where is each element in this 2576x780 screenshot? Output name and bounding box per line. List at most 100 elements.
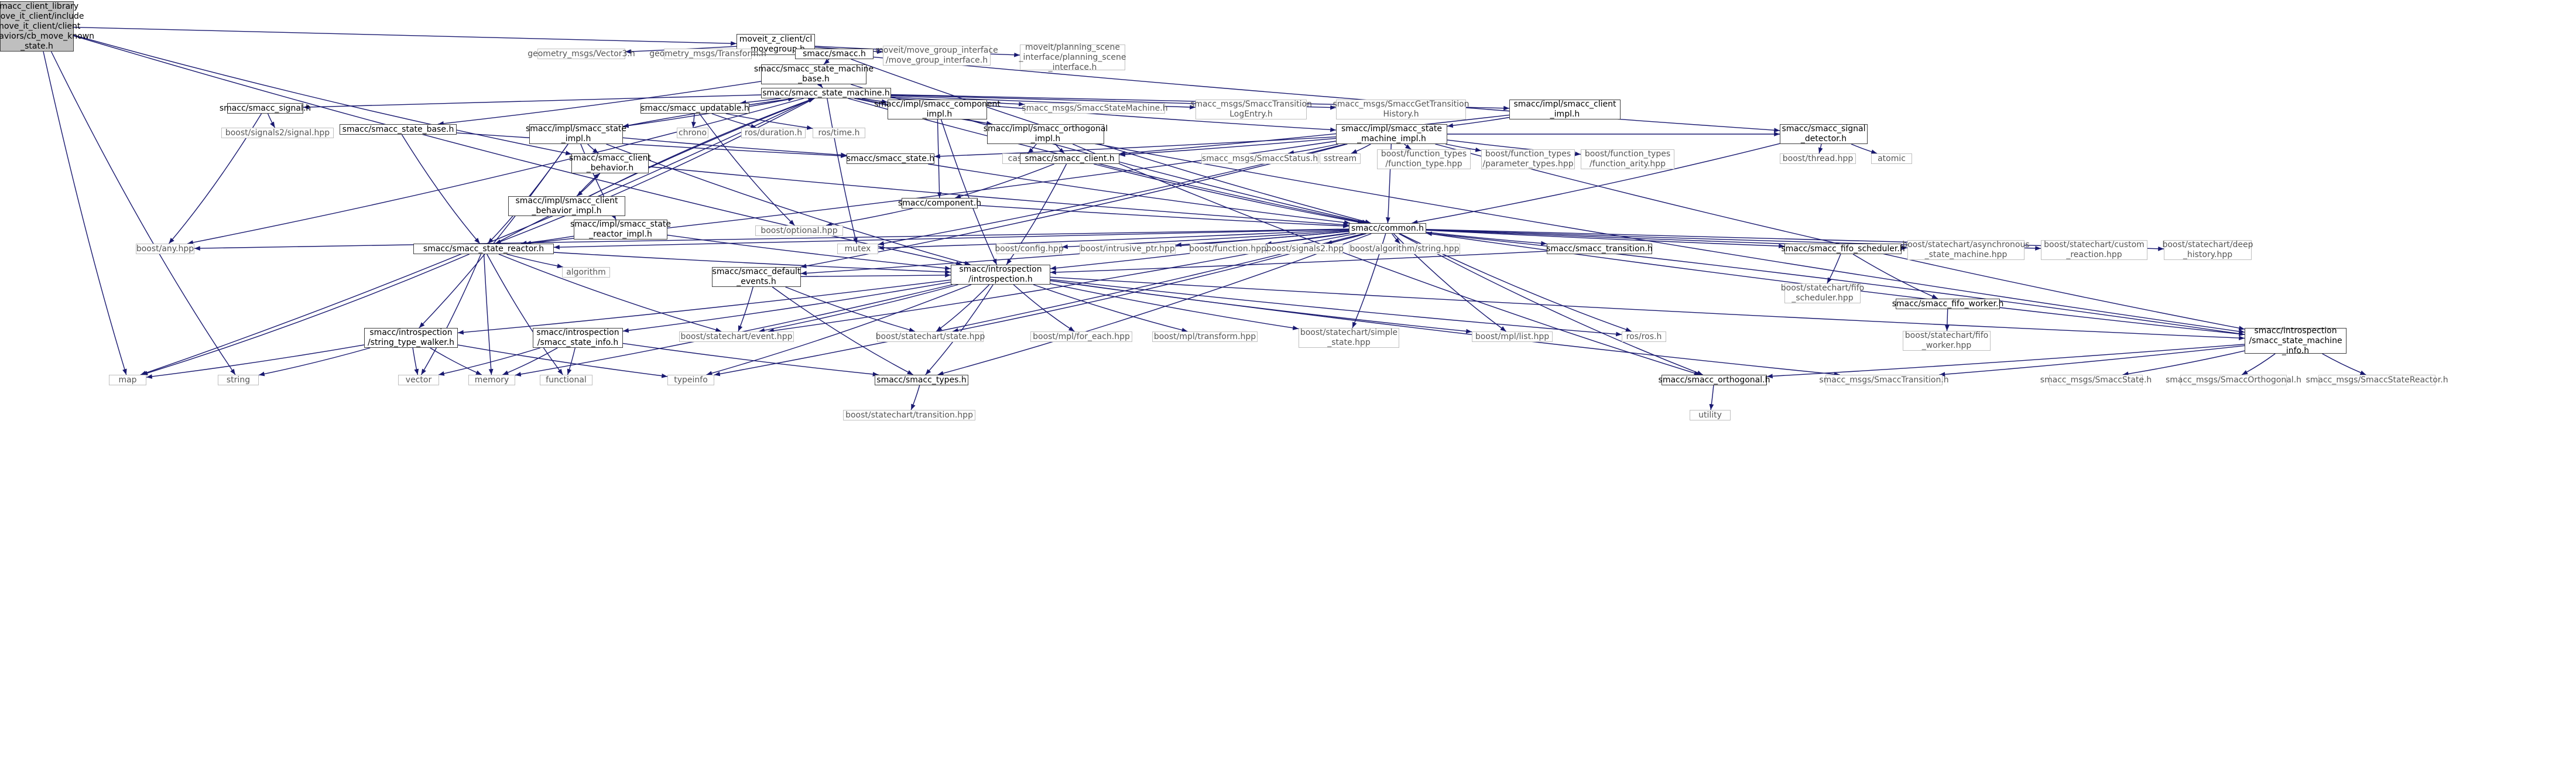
node-functional[interactable]: functional bbox=[540, 375, 592, 385]
node-boptional[interactable]: boost/optional.hpp bbox=[755, 225, 843, 236]
node-smmsg[interactable]: smacc_msgs/SmaccStateMachine.h bbox=[1022, 103, 1168, 114]
node-dhist[interactable]: boost/statechart/deep _history.hpp bbox=[2162, 240, 2253, 260]
node-vector[interactable]: vector bbox=[398, 375, 439, 385]
node-btrans[interactable]: boost/statechart/transition.hpp bbox=[843, 410, 975, 420]
node-bintr[interactable]: boost/intrusive_ptr.hpp bbox=[1080, 244, 1176, 254]
node-bevent[interactable]: boost/statechart/event.hpp bbox=[679, 331, 794, 342]
edge-common-to-types bbox=[937, 233, 1372, 376]
edge-sminfo-to-smorth bbox=[2241, 353, 2276, 375]
node-fifow[interactable]: smacc/smacc_fifo_worker.h bbox=[1892, 299, 2004, 309]
node-bfunc[interactable]: boost/function.hpp bbox=[1189, 244, 1266, 254]
node-tlog[interactable]: smacc_msgs/SmaccTransition LogEntry.h bbox=[1190, 100, 1312, 119]
node-mplfor[interactable]: boost/mpl/for_each.hpp bbox=[1030, 331, 1132, 342]
node-mutex[interactable]: mutex bbox=[837, 244, 878, 254]
node-tget[interactable]: smacc_msgs/SmaccGetTransition History.h bbox=[1332, 100, 1469, 119]
node-orth[interactable]: smacc/smacc_orthogonal.h bbox=[1658, 375, 1770, 385]
node-rosros[interactable]: ros/ros.h bbox=[1622, 331, 1666, 342]
edge-stw-to-vector bbox=[412, 347, 419, 375]
node-creact[interactable]: boost/statechart/custom _reaction.hpp bbox=[2041, 240, 2147, 260]
node-common[interactable]: smacc/common.h bbox=[1349, 223, 1426, 234]
node-compimpl[interactable]: smacc/impl/smacc_component _impl.h bbox=[874, 100, 1001, 119]
edge-common-to-balgo bbox=[1391, 233, 1400, 244]
node-algorithm[interactable]: algorithm bbox=[562, 267, 610, 278]
edge-sig-to-bsig bbox=[267, 113, 276, 128]
node-upd[interactable]: smacc/smacc_updatable.h bbox=[640, 103, 749, 114]
node-async[interactable]: boost/statechart/asynchronous _state_mac… bbox=[1902, 240, 2030, 260]
node-types[interactable]: smacc/smacc_types.h bbox=[875, 375, 968, 385]
node-bconfig[interactable]: boost/config.hpp bbox=[995, 244, 1064, 254]
node-utility[interactable]: utility bbox=[1690, 410, 1731, 420]
node-cb[interactable]: smacc/smacc_client _behavior.h bbox=[569, 153, 651, 173]
edge-sr-to-memory bbox=[483, 254, 494, 375]
node-fttype[interactable]: boost/function_types /function_type.hpp bbox=[1377, 149, 1471, 169]
edge-intro-to-stw bbox=[457, 279, 951, 335]
node-gv[interactable]: geometry_msgs/Vector3.h bbox=[527, 49, 635, 59]
node-smorth[interactable]: smacc_msgs/SmaccOrthogonal.h bbox=[2165, 375, 2302, 385]
edge-sminfo-to-smtrans bbox=[1939, 345, 2245, 377]
node-defev[interactable]: smacc/smacc_default _events.h bbox=[712, 267, 801, 287]
node-smimpl[interactable]: smacc/impl/smacc_state _machine_impl.h bbox=[1336, 124, 1447, 144]
node-smsr[interactable]: smacc_msgs/SmaccStateReactor.h bbox=[2306, 375, 2448, 385]
edge-common-to-fifo bbox=[1426, 230, 1785, 249]
node-psi[interactable]: moveit/planning_scene _interface/plannin… bbox=[1019, 42, 1126, 72]
node-cbimpl[interactable]: smacc/impl/smacc_client _behavior_impl.h bbox=[508, 196, 625, 216]
node-smtrans[interactable]: smacc_msgs/SmaccTransition.h bbox=[1819, 375, 1949, 385]
node-orthimpl[interactable]: smacc/impl/smacc_orthogonal _impl.h bbox=[983, 124, 1108, 144]
node-sminfo[interactable]: smacc/introspection /smacc_state_machine… bbox=[2245, 326, 2347, 355]
edge-ssinfo-to-memory bbox=[502, 347, 558, 375]
node-trans[interactable]: smacc/smacc_transition.h bbox=[1546, 244, 1653, 254]
node-map[interactable]: map bbox=[109, 375, 146, 385]
node-ftparam[interactable]: boost/function_types /parameter_types.hp… bbox=[1481, 149, 1575, 169]
node-ssinfo[interactable]: smacc/introspection /smacc_state_info.h bbox=[533, 328, 623, 348]
node-rosdur[interactable]: ros/duration.h bbox=[741, 128, 806, 138]
edge-intro-to-ssinfo bbox=[622, 282, 951, 333]
node-bsig[interactable]: boost/signals2/signal.hpp bbox=[221, 128, 334, 138]
node-fifosched[interactable]: boost/statechart/fifo _scheduler.hpp bbox=[1780, 283, 1865, 303]
node-sstream[interactable]: sstream bbox=[1320, 153, 1361, 164]
edge-common-to-defev bbox=[800, 231, 1349, 276]
node-memory[interactable]: memory bbox=[468, 375, 515, 385]
node-bsig2[interactable]: boost/signals2.hpp bbox=[1266, 244, 1344, 254]
node-mgi[interactable]: moveit/move_group_interface /move_group_… bbox=[875, 46, 998, 66]
node-sr[interactable]: smacc/smacc_state_reactor.h bbox=[413, 244, 554, 254]
node-string[interactable]: string bbox=[218, 375, 259, 385]
node-srimpl[interactable]: smacc/impl/smacc_state _reactor_impl.h bbox=[570, 220, 672, 240]
node-balgo[interactable]: boost/algorithm/string.hpp bbox=[1349, 244, 1460, 254]
node-smstate[interactable]: smacc_msgs/SmaccState.h bbox=[2040, 375, 2152, 385]
node-sm[interactable]: smacc/smacc_state_machine.h bbox=[761, 88, 891, 98]
node-client[interactable]: smacc/smacc_client.h bbox=[1020, 153, 1119, 164]
node-simple[interactable]: boost/statechart/simple _state.hpp bbox=[1299, 328, 1399, 348]
node-fifo[interactable]: smacc/smacc_fifo_scheduler.h bbox=[1781, 244, 1905, 254]
node-mpltr[interactable]: boost/mpl/transform.hpp bbox=[1152, 331, 1258, 342]
node-ssimpl[interactable]: smacc/impl/smacc_state _impl.h bbox=[526, 124, 627, 144]
edge-smimpl-to-fttype bbox=[1404, 143, 1412, 150]
node-sig[interactable]: smacc/smacc_signal.h bbox=[219, 103, 311, 114]
node-root[interactable]: smacc_client_library /move_it_client/inc… bbox=[0, 1, 95, 52]
node-state[interactable]: smacc/smacc_state.h bbox=[846, 153, 935, 164]
node-status[interactable]: smacc_msgs/SmaccStatus.h bbox=[1201, 153, 1318, 164]
node-banyhpp[interactable]: boost/any.hpp bbox=[136, 244, 194, 254]
node-rostime[interactable]: ros/time.h bbox=[813, 128, 865, 138]
node-climpl[interactable]: smacc/impl/smacc_client _impl.h bbox=[1509, 100, 1621, 119]
edge-climpl-to-smimpl bbox=[1447, 117, 1510, 128]
node-sigdet[interactable]: smacc/smacc_signal _detector.h bbox=[1780, 124, 1868, 144]
node-ftarity[interactable]: boost/function_types /function_arity.hpp bbox=[1581, 149, 1674, 169]
node-bthread[interactable]: boost/thread.hpp bbox=[1780, 153, 1856, 164]
node-mpllist[interactable]: boost/mpl/list.hpp bbox=[1472, 331, 1553, 342]
edge-types-to-btrans bbox=[910, 385, 920, 410]
node-component[interactable]: smacc/component.h bbox=[898, 198, 982, 208]
node-stw[interactable]: smacc/introspection /string_type_walker.… bbox=[364, 328, 458, 348]
node-typeinfo[interactable]: typeinfo bbox=[667, 375, 714, 385]
node-intro[interactable]: smacc/introspection /introspection.h bbox=[951, 265, 1050, 285]
node-fifowhpp[interactable]: boost/statechart/fifo _worker.hpp bbox=[1903, 331, 1991, 351]
node-chrono[interactable]: chrono bbox=[677, 128, 708, 138]
edge-common-to-trans bbox=[1426, 231, 1547, 246]
edge-sm-to-compimpl bbox=[861, 98, 888, 104]
edge-sm-to-mutex bbox=[827, 98, 858, 244]
node-smacch[interactable]: smacc/smacc.h bbox=[795, 49, 873, 59]
node-atomic[interactable]: atomic bbox=[1871, 153, 1912, 164]
node-bstate[interactable]: boost/statechart/state.hpp bbox=[875, 331, 985, 342]
node-smb[interactable]: smacc/smacc_state_machine _base.h bbox=[753, 64, 874, 84]
node-ssb[interactable]: smacc/smacc_state_base.h bbox=[340, 124, 457, 135]
node-gt[interactable]: geometry_msgs/Transform.h bbox=[649, 49, 766, 59]
